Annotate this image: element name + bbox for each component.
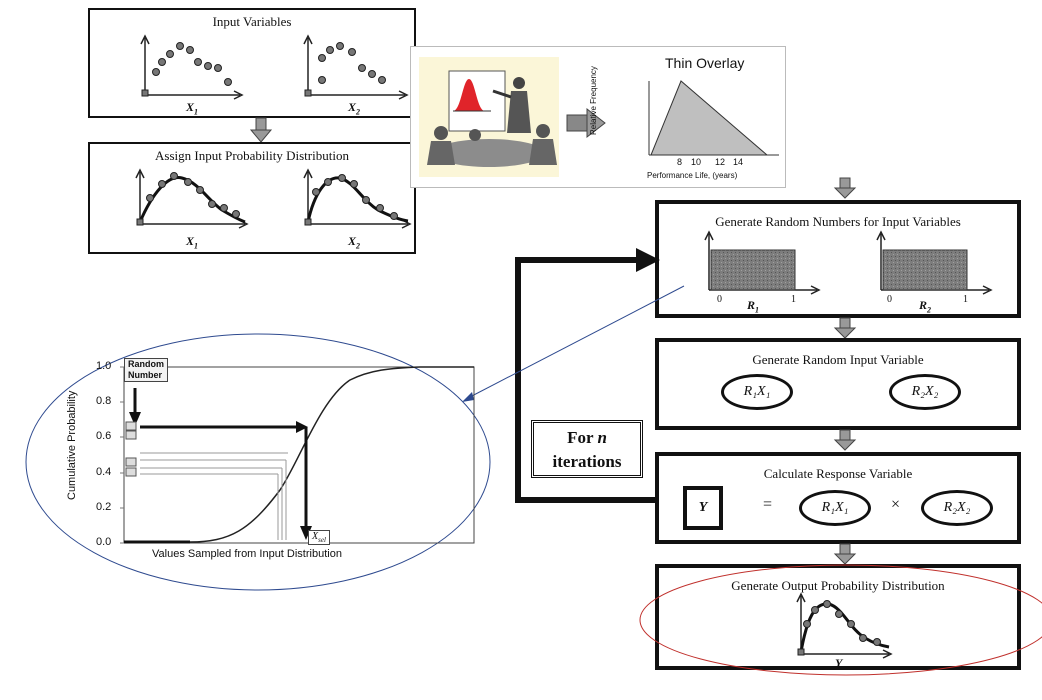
r2-label: R2 [919,298,932,315]
connector-line [462,285,685,402]
r1x1-ellipse: R₁X₁ [721,374,793,410]
right-arrow [566,107,606,139]
x1-label: X1 [186,100,199,117]
random-input-title: Generate Random Input Variable [752,352,924,367]
random-numbers-title: Generate Random Numbers for Input Variab… [715,214,961,229]
output-distribution-box: Generate Output Probability Distribution… [655,564,1021,670]
r1-tick-0: 0 [717,294,722,305]
x-sel-label: Xsel [308,530,330,545]
down-arrow-4 [833,429,857,451]
random-numbers-box: Generate Random Numbers for Input Variab… [655,200,1021,318]
equals-sign: = [763,496,773,513]
r2x2-ellipse-2: R₂X₂ [921,490,993,526]
down-arrow-1 [249,117,273,143]
assign-distribution-box: Assign Input Probability Distribution X1… [88,142,416,254]
output-distribution-title: Generate Output Probability Distribution [731,578,945,593]
input-variables-title: Input Variables [212,14,292,29]
iteration-loop-arrow [515,248,660,503]
response-variable-box: Calculate Response Variable Y = R₁X₁ × R… [655,452,1021,544]
assign-x1-label: X1 [186,234,199,251]
blue-ellipse [25,333,491,591]
thin-overlay-panel: Thin Overlay Relative Frequency 8 10 12 … [410,46,786,188]
r2-tick-1: 1 [963,294,968,305]
r1-tick-1: 1 [791,294,796,305]
overlay-xlabel: Performance Life, (years) [647,171,738,180]
r1x1-ellipse-2: R₁X₁ [799,490,871,526]
response-variable-title: Calculate Response Variable [763,466,913,481]
r1-label: R1 [747,298,760,315]
overlay-triangle-chart [648,80,779,156]
assign-x2-label: X2 [348,234,361,251]
r2x2-ellipse: R₂X₂ [889,374,961,410]
y-box: Y [683,486,723,530]
input-variables-box: Input Variables X1 X2 [88,8,416,118]
assign-distribution-plots [135,168,412,229]
down-arrow-5 [833,543,857,565]
times-sign: × [891,496,901,513]
overlay-title: Thin Overlay [665,55,745,71]
random-input-box: Generate Random Input Variable R₁X₁ R₂X₂ [655,338,1021,430]
down-arrow-3 [833,317,857,339]
meeting-illustration [419,57,559,177]
x2-label: X2 [348,100,361,117]
assign-distribution-title: Assign Input Probability Distribution [155,148,349,163]
output-distribution-plot [796,592,893,659]
cdf-ylabel: Cumulative Probability [66,390,78,500]
red-ellipse [639,564,1042,676]
r2-tick-0: 0 [887,294,892,305]
y-axis-label: Y [835,656,843,670]
cdf-xlabel: Values Sampled from Input Distribution [152,548,342,560]
iterations-box: For n iterations [531,420,643,478]
input-scatter-plots [140,34,409,100]
random-number-label: Random Number [124,358,168,382]
uniform-distributions [704,230,993,295]
cdf-plot [120,366,475,544]
down-arrow-2 [833,177,857,199]
